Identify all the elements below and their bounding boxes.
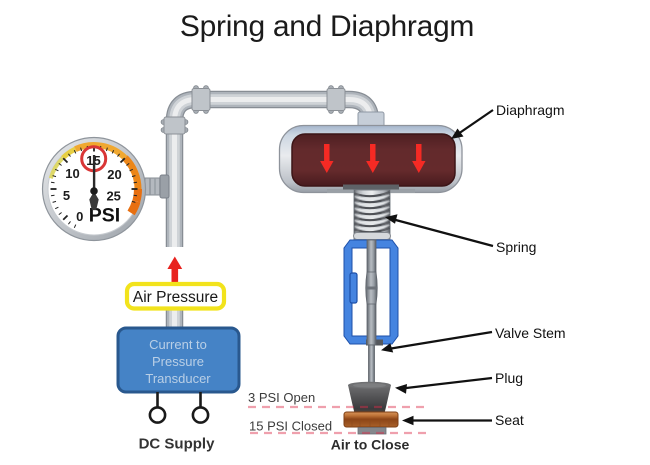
svg-text:Valve Stem: Valve Stem [495, 325, 566, 341]
svg-text:Air to Close: Air to Close [331, 437, 410, 453]
svg-text:Air Pressure: Air Pressure [133, 289, 218, 306]
svg-text:Spring: Spring [496, 239, 536, 255]
svg-text:Current to: Current to [149, 337, 207, 352]
svg-text:DC Supply: DC Supply [139, 436, 215, 453]
svg-text:Diaphragm: Diaphragm [496, 102, 564, 118]
svg-text:Plug: Plug [495, 370, 523, 386]
svg-text:0: 0 [76, 209, 83, 224]
svg-text:Seat: Seat [495, 412, 524, 428]
svg-text:5: 5 [63, 188, 70, 203]
svg-text:20: 20 [107, 167, 121, 182]
svg-text:3 PSI Open: 3 PSI Open [248, 390, 315, 405]
svg-text:Pressure: Pressure [152, 354, 204, 369]
svg-text:Spring and Diaphragm: Spring and Diaphragm [180, 10, 474, 43]
svg-text:15 PSI Closed: 15 PSI Closed [249, 419, 332, 434]
svg-text:25: 25 [106, 189, 120, 204]
svg-text:PSI: PSI [89, 205, 120, 227]
svg-text:10: 10 [65, 166, 79, 181]
svg-text:Transducer: Transducer [145, 371, 211, 386]
